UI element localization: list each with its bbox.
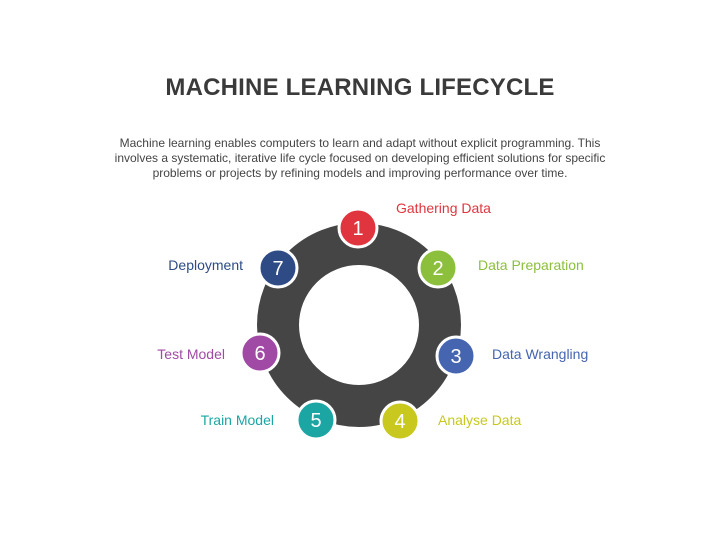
- step-marker-3: 3: [435, 335, 477, 377]
- step-marker-6: 6: [239, 332, 281, 374]
- step-number-2: 2: [432, 258, 443, 280]
- step-label-test-model: Test Model: [157, 346, 225, 362]
- step-circle-7: [257, 247, 299, 289]
- step-circle-3: [435, 335, 477, 377]
- step-label-data-preparation: Data Preparation: [478, 257, 584, 273]
- step-circle-6: [239, 332, 281, 374]
- step-marker-2: 2: [417, 247, 459, 289]
- page-title: MACHINE LEARNING LIFECYCLE: [165, 74, 555, 101]
- step-number-6: 6: [254, 343, 265, 365]
- step-number-7: 7: [272, 258, 283, 280]
- step-label-data-wrangling: Data Wrangling: [492, 346, 589, 362]
- step-number-1: 1: [352, 218, 363, 240]
- description-text: Machine learning enables computers to le…: [114, 136, 606, 180]
- step-label-deployment: Deployment: [168, 257, 243, 273]
- step-marker-5: 5: [295, 399, 337, 441]
- step-circle-5: [295, 399, 337, 441]
- step-number-5: 5: [310, 410, 321, 432]
- cycle-ring: [257, 223, 461, 427]
- step-number-3: 3: [450, 346, 461, 368]
- step-marker-1: 1: [337, 207, 379, 249]
- step-marker-4: 4: [379, 400, 421, 442]
- step-marker-7: 7: [257, 247, 299, 289]
- step-circle-4: [379, 400, 421, 442]
- step-number-4: 4: [394, 411, 405, 433]
- step-circle-2: [417, 247, 459, 289]
- step-label-gathering-data: Gathering Data: [396, 200, 491, 216]
- step-circle-1: [337, 207, 379, 249]
- step-label-analyse-data: Analyse Data: [438, 412, 522, 428]
- step-label-train-model: Train Model: [200, 412, 274, 428]
